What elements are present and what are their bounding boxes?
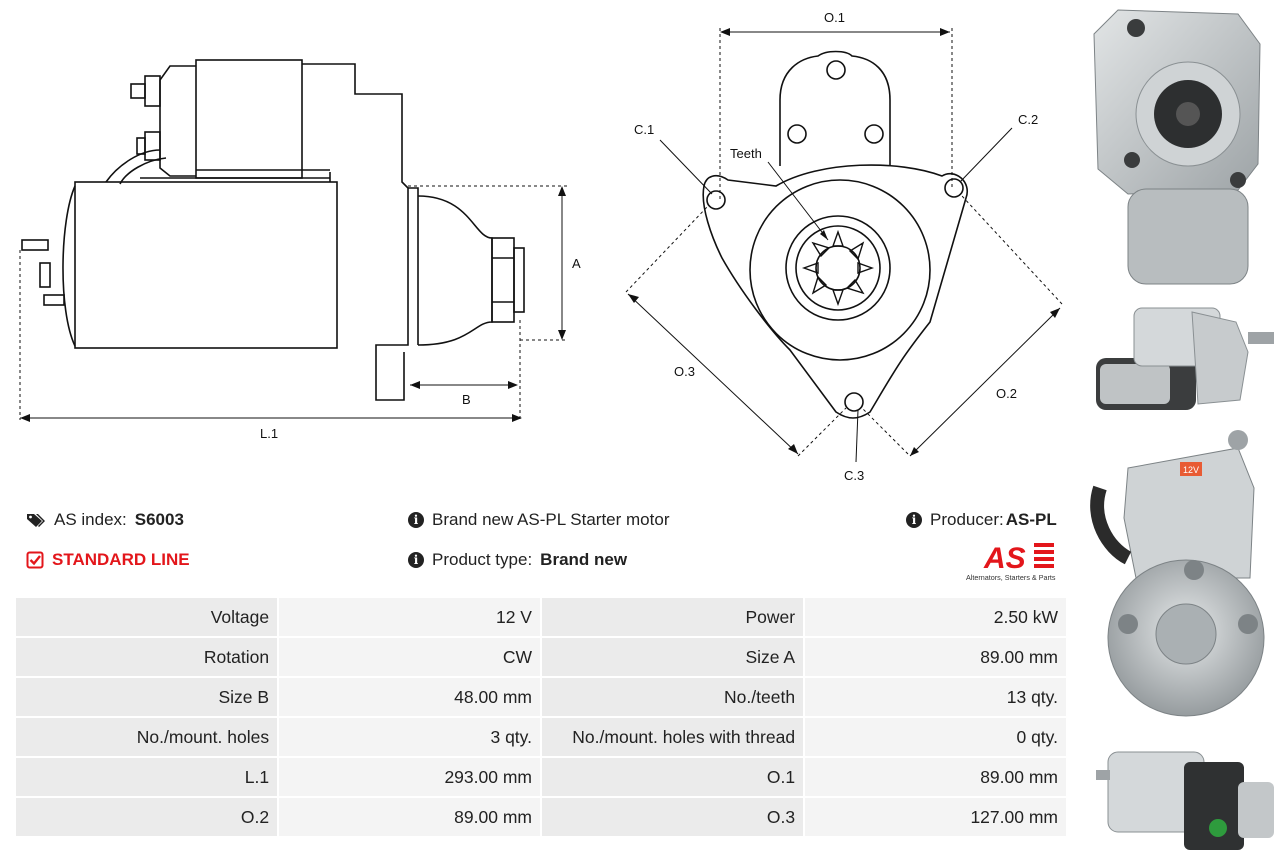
spec-value: 89.00 mm: [279, 798, 540, 836]
dim-label-o1: O.1: [824, 10, 845, 25]
spec-value: CW: [279, 638, 540, 676]
front-view-drawing: O.1 C.1 C.2 Teeth O.3 O.2 C.3: [625, 10, 1063, 483]
producer-row: i Producer: AS-PL: [906, 510, 1057, 530]
dim-label-a: A: [572, 256, 581, 271]
product-photo-rear[interactable]: 12V: [1088, 428, 1276, 728]
spec-label: Rotation: [16, 638, 278, 676]
product-photo-side[interactable]: [1088, 292, 1278, 424]
as-index-value: S6003: [134, 510, 184, 529]
info-icon: i: [408, 552, 424, 568]
spec-label: O.2: [16, 798, 278, 836]
spec-value: 12 V: [279, 598, 540, 636]
product-type-label: Product type:: [432, 550, 533, 569]
spec-label: O.1: [541, 758, 804, 796]
dim-label-c1: C.1: [634, 122, 654, 137]
spec-label: Power: [541, 598, 804, 636]
photo-badge: 12V: [1183, 465, 1199, 475]
spec-value: 0 qty.: [805, 718, 1066, 756]
spec-value: 13 qty.: [805, 678, 1066, 716]
spec-label: No./teeth: [541, 678, 804, 716]
dim-label-b: B: [462, 392, 471, 407]
spec-label: O.3: [541, 798, 804, 836]
dim-label-teeth: Teeth: [730, 146, 762, 161]
product-type-row: i Product type: Brand new: [408, 550, 627, 570]
tags-icon: [27, 514, 45, 527]
spec-value: 293.00 mm: [279, 758, 540, 796]
dim-label-c3: C.3: [844, 468, 864, 483]
spec-label: No./mount. holes with thread: [541, 718, 804, 756]
as-pl-logo[interactable]: AS Alternators, Starters & Parts: [964, 538, 1068, 586]
info-icon: i: [906, 512, 922, 528]
spec-label: No./mount. holes: [16, 718, 278, 756]
product-type-value: Brand new: [540, 550, 628, 569]
product-photo-side-2[interactable]: [1088, 732, 1278, 856]
standard-line-row: STANDARD LINE: [26, 550, 190, 570]
product-photo-front[interactable]: [1088, 4, 1272, 290]
as-index-row: AS index: S6003: [26, 510, 184, 530]
spec-label: Size B: [16, 678, 278, 716]
spec-label: Voltage: [16, 598, 278, 636]
description-row: i Brand new AS-PL Starter motor: [408, 510, 669, 530]
spec-value: 127.00 mm: [805, 798, 1066, 836]
dim-label-o3: O.3: [674, 364, 695, 379]
info-icon: i: [408, 512, 424, 528]
description-text: Brand new AS-PL Starter motor: [432, 510, 670, 529]
as-index-label: AS index:: [54, 510, 127, 529]
spec-label: L.1: [16, 758, 278, 796]
checkbox-checked-icon: [26, 551, 44, 569]
dim-label-c2: C.2: [1018, 112, 1038, 127]
side-view-drawing: A B L.1: [19, 59, 581, 441]
spec-value: 89.00 mm: [805, 758, 1066, 796]
logo-tagline: Alternators, Starters & Parts: [966, 573, 1056, 582]
dim-label-l1: L.1: [260, 426, 278, 441]
spec-value: 3 qty.: [279, 718, 540, 756]
producer-value: AS-PL: [1005, 510, 1057, 529]
standard-line-label: STANDARD LINE: [52, 550, 190, 569]
logo-text: AS: [983, 542, 1026, 575]
spec-value: 89.00 mm: [805, 638, 1066, 676]
spec-label: Size A: [541, 638, 804, 676]
spec-value: 48.00 mm: [279, 678, 540, 716]
dim-label-o2: O.2: [996, 386, 1017, 401]
producer-label: Producer:: [930, 510, 1004, 529]
spec-value: 2.50 kW: [805, 598, 1066, 636]
